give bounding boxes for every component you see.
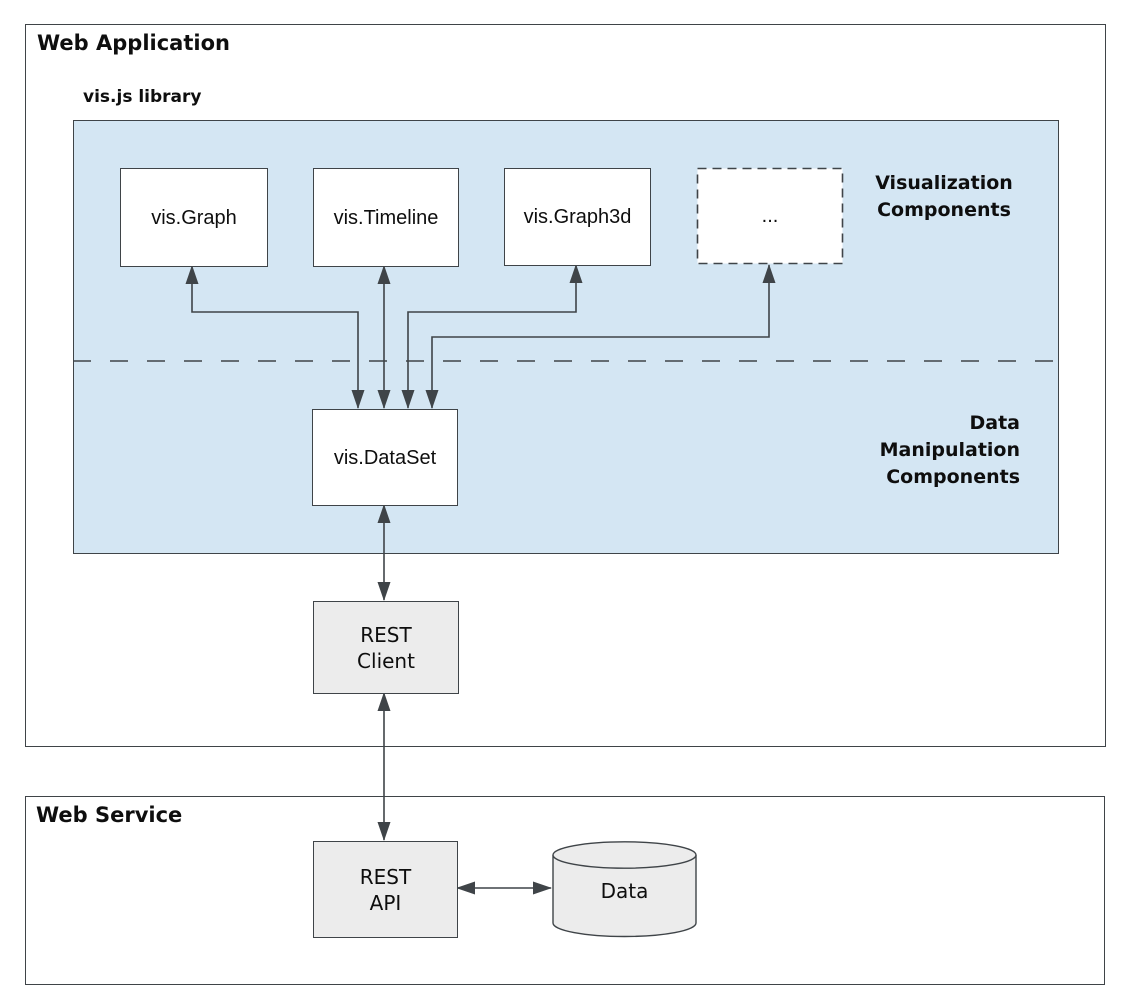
node-vis-graph: vis.Graph: [120, 168, 268, 267]
data-store-label: Data: [600, 879, 649, 903]
node-data-store: Data: [552, 841, 697, 938]
web-service-box: [25, 796, 1105, 985]
data-manipulation-components-label: Data Manipulation Components: [879, 412, 1020, 488]
visjs-library-label: vis.js library: [83, 87, 202, 107]
node-vis-timeline: vis.Timeline: [313, 168, 459, 267]
web-application-box: [25, 24, 1106, 747]
node-more-components: ...: [761, 205, 779, 227]
node-rest-api: REST API: [313, 841, 458, 938]
node-vis-graph3d: vis.Graph3d: [504, 168, 651, 266]
web-application-title: Web Application: [37, 31, 230, 55]
database-cylinder-icon: [552, 841, 697, 938]
web-service-title: Web Service: [36, 803, 183, 827]
visualization-components-label: Visualization Components: [875, 172, 1013, 221]
node-vis-dataset: vis.DataSet: [312, 409, 458, 506]
node-rest-client: REST Client: [313, 601, 459, 694]
